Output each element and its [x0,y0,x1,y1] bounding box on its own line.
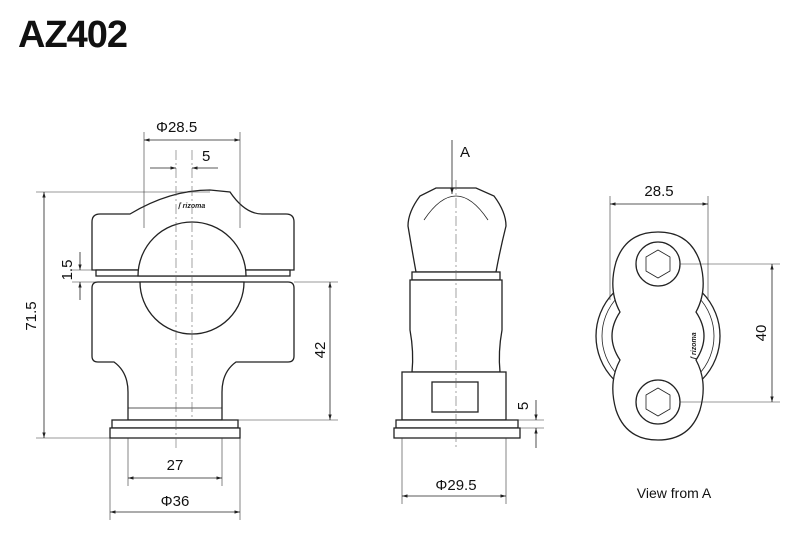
dim-front-base: Φ36 [161,493,190,510]
view-arrow-label: A [460,144,470,161]
brand-logo-top: ⌈ rizoma [690,332,698,359]
side-view: A 5 Φ29.5 [393,140,544,504]
dim-front-bore: Φ28.5 [156,119,197,136]
dim-front-height: 71.5 [23,301,40,330]
part-number-title: AZ402 [18,14,128,56]
view-caption: View from A [637,485,712,501]
top-view: ⌈ rizoma 28.5 40 View from A [595,183,780,501]
dim-front-stem: 27 [167,457,184,474]
dim-front-body-height: 42 [312,342,329,359]
dim-side-base: Φ29.5 [435,477,476,494]
front-view: ⌈ rizoma Φ28.5 5 1.5 71.5 42 27 [23,119,338,520]
dim-top-width: 28.5 [644,183,673,200]
brand-logo: ⌈ rizoma [178,202,205,210]
dim-side-flat: 5 [515,402,532,410]
dim-front-offset: 5 [202,148,210,165]
dim-front-gap: 1.5 [59,260,76,281]
dim-top-spacing: 40 [753,325,770,342]
